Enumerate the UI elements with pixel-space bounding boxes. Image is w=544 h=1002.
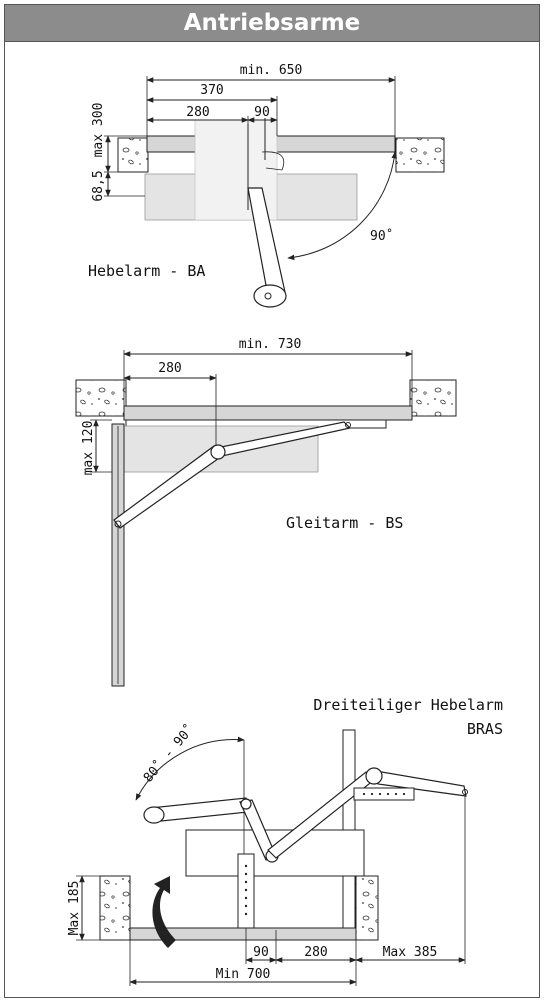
dim-min730: min. 730	[239, 337, 302, 352]
door-leaf-open-bras	[342, 729, 356, 929]
dim-90-ba: 90	[254, 105, 270, 120]
section-dreiteiliger-hebelarm-bras: Dreiteiliger Hebelarm BRAS	[67, 696, 503, 986]
section-gleitarm-bs: min. 730 280 max 120 Gleitarm - BS	[75, 337, 457, 687]
swing-arc-bras	[135, 736, 245, 801]
door-leaf-bs	[123, 405, 413, 421]
arm-joint-ba	[253, 284, 287, 308]
angle-80-90: 80˚ - 90˚	[140, 721, 198, 785]
extension-holes	[362, 792, 406, 796]
wall-right-ba-texture	[396, 138, 444, 172]
dim-min700: Min 700	[216, 967, 271, 982]
dim-90-bras: 90	[253, 945, 269, 960]
wall-left-bras-texture	[100, 876, 130, 940]
page-title: Antriebsarme	[4, 4, 540, 42]
dim-max385: Max 385	[383, 945, 438, 960]
wall-left-bs-texture	[76, 380, 126, 416]
dim-max185: Max 185	[67, 881, 82, 936]
dim-min650: min. 650	[240, 63, 303, 78]
swing-arc-ba	[287, 151, 398, 261]
wall-right-bras-texture	[356, 876, 378, 940]
dim-68-5: 68,5	[91, 170, 106, 201]
wall-right-bs-texture	[410, 380, 456, 416]
dim-max120: max 120	[81, 421, 96, 476]
arm-extension-bras	[353, 787, 415, 801]
dim-370: 370	[200, 83, 223, 98]
dim-280-bs: 280	[158, 361, 181, 376]
label-bras-line2: BRAS	[467, 720, 503, 738]
label-hebelarm-ba: Hebelarm - BA	[88, 262, 205, 280]
label-bras-line1: Dreiteiliger Hebelarm	[313, 696, 503, 714]
angle-90: 90˚	[370, 228, 393, 244]
label-gleitarm-bs: Gleitarm - BS	[286, 514, 403, 532]
rotation-arrow-icon	[152, 876, 176, 948]
wall-left-ba-texture	[118, 138, 148, 172]
post-holes	[244, 864, 248, 916]
content-frame	[4, 42, 540, 998]
section-hebelarm-ba: min. 650 370 280 90 max 300 68,5 90˚ Heb…	[88, 63, 445, 308]
dim-280-ba: 280	[186, 105, 209, 120]
arm-closed-upper-bras	[149, 797, 249, 823]
dim-max300: max 300	[91, 103, 106, 158]
dim-280-bras: 280	[304, 945, 327, 960]
